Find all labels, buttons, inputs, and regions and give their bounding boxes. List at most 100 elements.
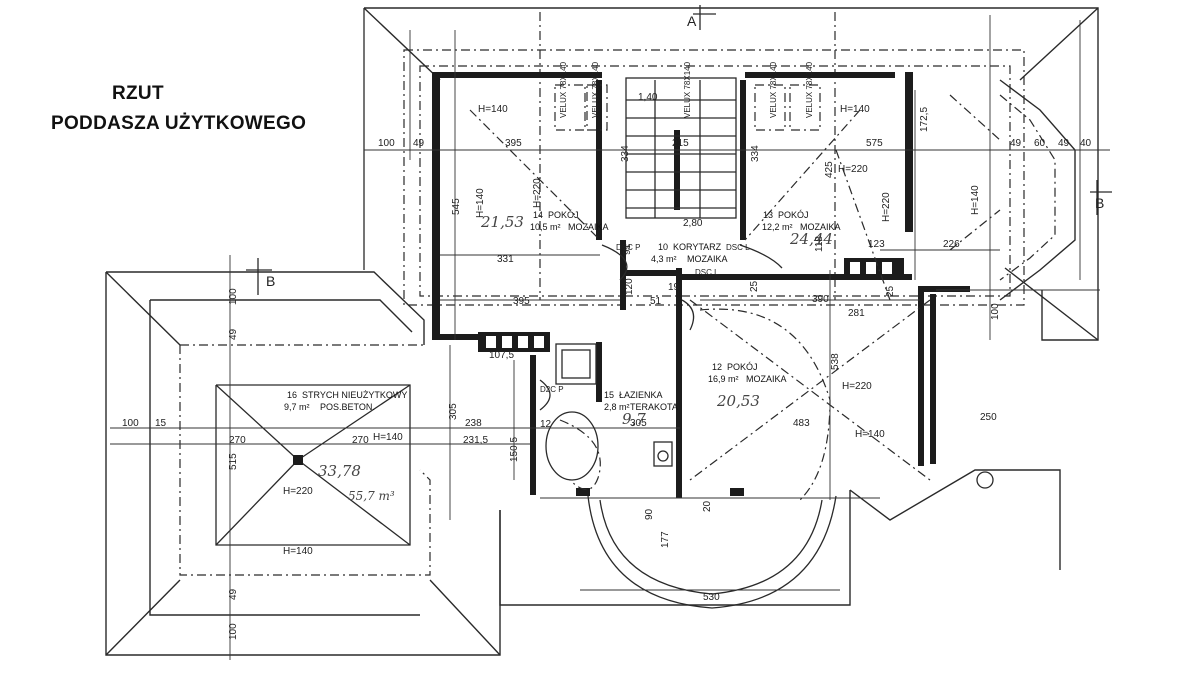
svg-text:226: 226 <box>943 239 960 250</box>
svg-text:395: 395 <box>505 138 522 149</box>
bathroom-fixtures <box>545 343 673 481</box>
section-markers: A B B <box>246 5 1112 295</box>
svg-text:215: 215 <box>672 138 689 149</box>
plan-title-line2: PODDASZA UŻYTKOWEGO <box>51 113 307 134</box>
svg-text:90: 90 <box>644 508 655 520</box>
section-mark-a: A <box>687 13 697 29</box>
svg-text:D2C P: D2C P <box>540 385 564 394</box>
svg-text:538: 538 <box>830 353 841 370</box>
svg-text:H=220: H=220 <box>838 164 868 175</box>
svg-text:270: 270 <box>229 435 246 446</box>
svg-text:545: 545 <box>451 198 462 215</box>
svg-text:DSC P: DSC P <box>616 243 640 252</box>
svg-text:DSC L: DSC L <box>726 243 750 252</box>
svg-text:33,78: 33,78 <box>318 462 361 480</box>
svg-text:POKÓJ: POKÓJ <box>548 210 579 220</box>
velux-label: VELUX 78X140 <box>805 61 814 118</box>
svg-text:10: 10 <box>658 242 668 252</box>
svg-text:120: 120 <box>624 278 635 295</box>
svg-text:4,3 m²: 4,3 m² <box>651 254 677 264</box>
svg-text:2,8 m²: 2,8 m² <box>604 402 630 412</box>
ceiling-heights: H=140 H=220 H=140 H=220 H=140 H=220 H=22… <box>283 104 981 557</box>
svg-text:530: 530 <box>703 592 720 603</box>
room-13: 13 POKÓJ 12,2 m² MOZAIKA 24,44 <box>762 210 841 248</box>
svg-text:49: 49 <box>413 138 425 149</box>
svg-text:1,40: 1,40 <box>638 92 658 103</box>
svg-text:100: 100 <box>122 418 139 429</box>
svg-text:MOZAIKA: MOZAIKA <box>687 254 728 264</box>
dimension-values: 100 49 395 334 215 334 575 172,5 545 331… <box>122 92 1092 640</box>
svg-text:9,7: 9,7 <box>622 410 646 428</box>
velux-label: VELUX 78X140 <box>769 61 778 118</box>
velux-windows: VELUX 78X140 VELUX 78X140 VELUX 78X140 V… <box>554 61 821 131</box>
svg-text:15: 15 <box>155 418 167 429</box>
svg-text:H=220: H=220 <box>842 381 872 392</box>
svg-text:H=140: H=140 <box>478 104 508 115</box>
roof-outline-upper <box>363 7 1099 341</box>
svg-text:305: 305 <box>448 403 459 420</box>
svg-text:H=220: H=220 <box>283 486 313 497</box>
svg-text:POKÓJ: POKÓJ <box>727 362 758 372</box>
walls <box>432 72 970 498</box>
svg-text:12,2 m²: 12,2 m² <box>762 222 793 232</box>
svg-text:231,5: 231,5 <box>463 435 488 446</box>
svg-text:515: 515 <box>228 453 239 470</box>
svg-text:H=220: H=220 <box>881 192 892 222</box>
svg-text:483: 483 <box>793 418 810 429</box>
svg-text:425: 425 <box>824 161 835 178</box>
svg-text:DSC L: DSC L <box>695 268 719 277</box>
svg-text:281: 281 <box>848 308 865 319</box>
svg-text:H=140: H=140 <box>840 104 870 115</box>
svg-text:H=220: H=220 <box>532 178 543 208</box>
svg-text:15: 15 <box>604 390 614 400</box>
roof-outline-left <box>105 271 501 656</box>
svg-text:14: 14 <box>533 210 543 220</box>
bay-window <box>499 469 1061 609</box>
svg-text:107,5: 107,5 <box>489 350 514 361</box>
svg-text:55,7 m³: 55,7 m³ <box>348 489 395 503</box>
svg-text:H=140: H=140 <box>970 185 981 215</box>
svg-text:49: 49 <box>1058 138 1070 149</box>
svg-text:H=140: H=140 <box>283 546 313 557</box>
svg-text:9,7 m²: 9,7 m² <box>284 402 310 412</box>
svg-text:POKÓJ: POKÓJ <box>778 210 809 220</box>
svg-text:51: 51 <box>650 296 662 307</box>
svg-text:575: 575 <box>866 138 883 149</box>
svg-text:100: 100 <box>228 288 239 305</box>
svg-text:12: 12 <box>540 419 552 430</box>
svg-text:172,5: 172,5 <box>919 107 930 132</box>
svg-text:238: 238 <box>465 418 482 429</box>
svg-text:24,44: 24,44 <box>789 230 833 248</box>
svg-text:20,53: 20,53 <box>716 392 760 410</box>
room-16: 16 STRYCH NIEUŻYTKOWY 9,7 m² POS.BETON. … <box>284 390 407 503</box>
room-15: 15 ŁAZIENKA 2,8 m² TERAKOTA 9,7 <box>604 390 678 428</box>
svg-text:25: 25 <box>885 285 896 297</box>
velux-label: VELUX 78X140 <box>683 61 692 118</box>
svg-text:MOZAIKA: MOZAIKA <box>568 222 609 232</box>
svg-text:21,53: 21,53 <box>480 213 524 231</box>
svg-text:H=140: H=140 <box>373 432 403 443</box>
staircase <box>625 77 737 219</box>
dimension-lines <box>110 15 1110 660</box>
svg-text:40: 40 <box>1080 138 1092 149</box>
svg-text:13: 13 <box>763 210 773 220</box>
plan-title-line1: RZUT <box>112 83 164 104</box>
velux-label: VELUX 78X140 <box>591 61 600 118</box>
svg-text:H=140: H=140 <box>855 429 885 440</box>
svg-text:16,9 m²: 16,9 m² <box>708 374 739 384</box>
svg-text:POS.BETON.: POS.BETON. <box>320 402 375 412</box>
svg-text:60: 60 <box>1034 138 1046 149</box>
svg-text:100: 100 <box>228 623 239 640</box>
svg-text:100: 100 <box>378 138 395 149</box>
svg-text:MOZAIKA: MOZAIKA <box>746 374 787 384</box>
svg-text:390: 390 <box>812 294 829 305</box>
svg-text:20: 20 <box>702 500 713 512</box>
svg-text:MOZAIKA: MOZAIKA <box>800 222 841 232</box>
svg-text:ŁAZIENKA: ŁAZIENKA <box>619 390 663 400</box>
svg-text:TERAKOTA: TERAKOTA <box>630 402 678 412</box>
room-14: 14 POKÓJ 10,5 m² MOZAIKA 21,53 <box>480 210 609 232</box>
svg-text:123: 123 <box>868 239 885 250</box>
svg-text:150,5: 150,5 <box>509 437 520 462</box>
